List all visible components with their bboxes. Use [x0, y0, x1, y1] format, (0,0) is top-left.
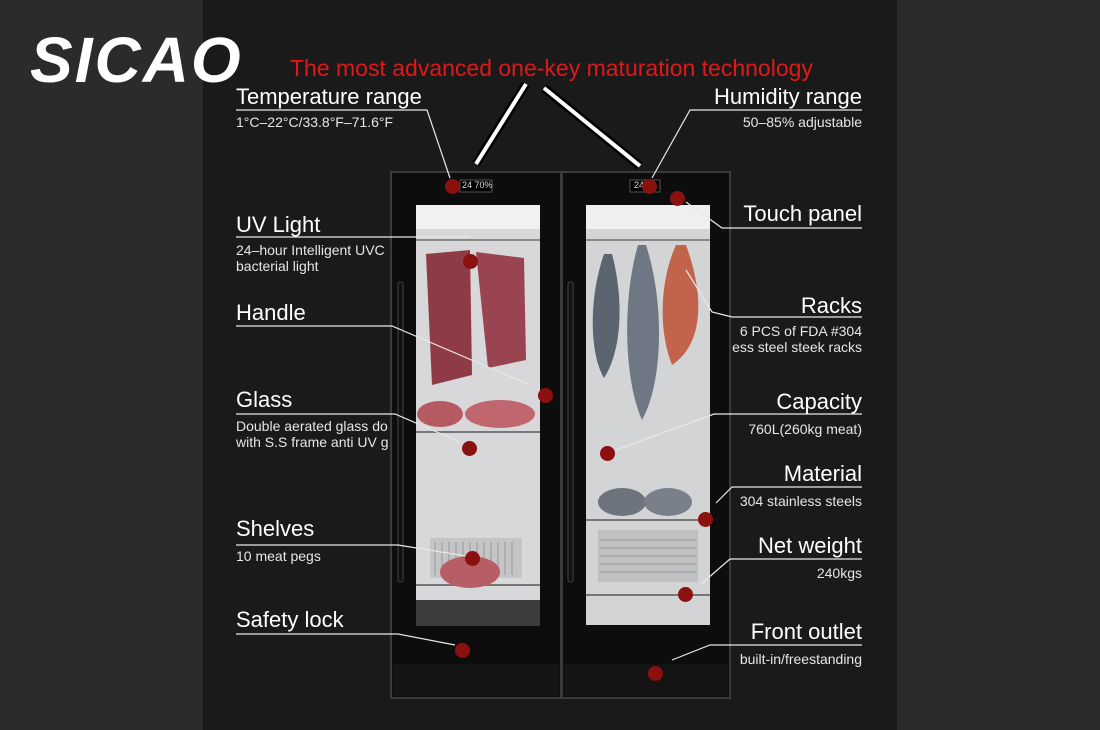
feature-title: UV Light [236, 212, 321, 237]
sicao-logo: SICAO [30, 26, 243, 90]
feature-temperature-range: Temperature range 1°C–22°C/33.8°F–71.6°F [236, 84, 422, 130]
feature-title: Touch panel [743, 201, 862, 226]
marker-handle [538, 388, 553, 403]
marker-humidity [642, 179, 657, 194]
feature-title: Shelves [236, 516, 315, 541]
marker-front-outlet [648, 666, 663, 681]
feature-uv-light: UV Light 24–hour Intelligent UVC bacteri… [236, 212, 385, 274]
tagline: The most advanced one-key maturation tec… [290, 55, 813, 81]
marker-net-weight [678, 587, 693, 602]
feature-desc: 50–85% adjustable [742, 114, 862, 130]
feature-title: Front outlet [750, 619, 862, 644]
feature-desc: 304 stainless steels [739, 493, 862, 509]
feature-desc: 240kgs [816, 565, 862, 581]
feature-title: Handle [236, 300, 306, 325]
right-display-readout: 24 [634, 180, 645, 190]
feature-material: Material 304 stainless steels [740, 461, 862, 509]
marker-uv-light [463, 254, 478, 269]
feature-shelves: Shelves 10 meat pegs [236, 516, 321, 564]
feature-front-outlet: Front outlet built-in/freestanding [740, 619, 862, 667]
feature-title: Humidity range [714, 84, 862, 109]
feature-desc: 10 meat pegs [236, 548, 321, 564]
marker-glass [462, 441, 477, 456]
feature-touch-panel: Touch panel [743, 201, 862, 227]
feature-desc: 760L(260kg meat) [748, 421, 862, 437]
feature-handle: Handle [236, 300, 306, 326]
feature-desc: 6 PCS of FDA #304 [739, 323, 862, 339]
marker-capacity [600, 446, 615, 461]
feature-desc: built-in/freestanding [739, 651, 862, 667]
feature-net-weight: Net weight 240kgs [758, 533, 862, 581]
feature-desc: 1°C–22°C/33.8°F–71.6°F [236, 114, 394, 130]
feature-humidity-range: Humidity range 50–85% adjustable [714, 84, 862, 130]
feature-desc: ess steel steek racks [732, 339, 862, 355]
marker-shelves [465, 551, 480, 566]
feature-title: Net weight [758, 533, 862, 558]
marker-safety-lock [455, 643, 470, 658]
feature-title: Glass [236, 387, 293, 412]
feature-title: Racks [800, 293, 862, 318]
feature-title: Capacity [776, 389, 862, 414]
marker-material [698, 512, 713, 527]
logo-text: SICAO [30, 26, 243, 90]
feature-desc: 24–hour Intelligent UVC [236, 242, 385, 258]
feature-title: Temperature range [236, 84, 422, 109]
feature-title: Safety lock [236, 607, 344, 632]
marker-touch-panel [670, 191, 685, 206]
feature-safety-lock: Safety lock [236, 607, 344, 633]
feature-capacity: Capacity 760L(260kg meat) [748, 389, 862, 437]
feature-desc: bacterial light [236, 258, 319, 274]
feature-title: Material [783, 461, 862, 486]
feature-desc: Double aerated glass do [236, 418, 388, 434]
left-display-readout: 24 70% [462, 180, 493, 190]
feature-racks: Racks 6 PCS of FDA #304 ess steel steek … [732, 293, 862, 355]
feature-desc: with S.S frame anti UV g [236, 434, 389, 450]
marker-temperature [445, 179, 460, 194]
feature-glass: Glass Double aerated glass do with S.S f… [236, 387, 389, 450]
